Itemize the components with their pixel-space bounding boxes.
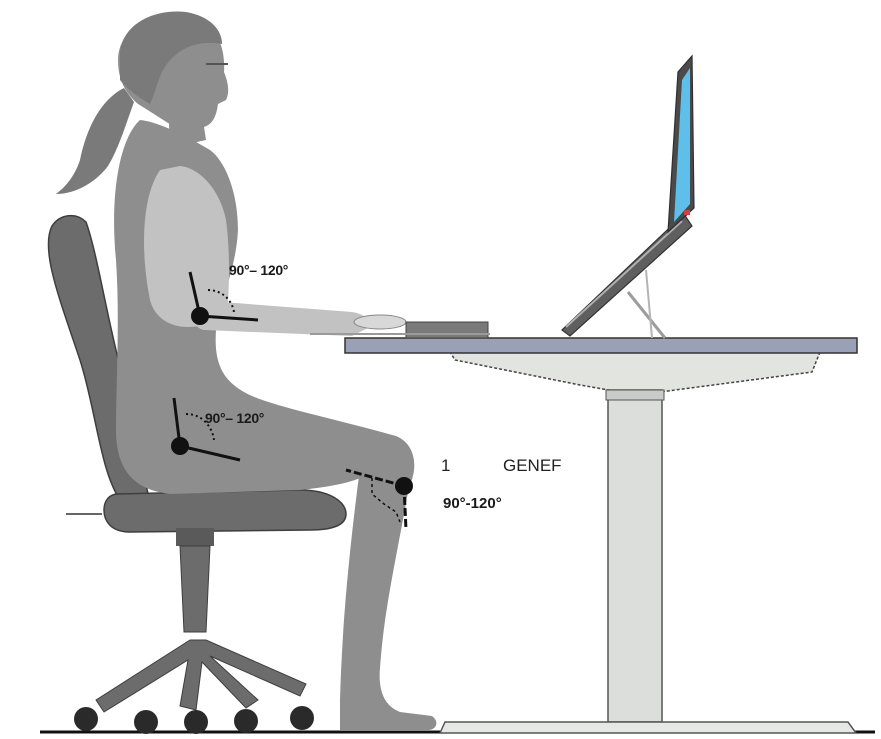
mouse-icon	[354, 315, 406, 329]
caster-wheel	[234, 709, 258, 733]
chair-mechanism	[176, 528, 214, 546]
section-title: GENEF	[503, 456, 562, 475]
caster-wheel	[290, 706, 314, 730]
keyboard	[406, 322, 488, 338]
chair-seat	[104, 490, 346, 532]
caster-wheel	[74, 707, 98, 731]
laptop-on-stand	[562, 56, 694, 338]
stand-leg	[628, 292, 665, 338]
chair-base	[96, 640, 306, 712]
laptop-port	[684, 210, 690, 215]
section-number: 1	[441, 456, 503, 476]
desk-frame	[450, 352, 820, 392]
laptop-base	[562, 214, 692, 336]
standing-desk	[345, 338, 857, 733]
stand-leg-rear	[646, 270, 652, 338]
desk-top	[345, 338, 857, 353]
desk-foot	[440, 722, 856, 733]
desk-leg	[608, 390, 662, 722]
hip-angle-label: 90°– 120°	[205, 410, 264, 426]
seated-person	[56, 11, 490, 730]
elbow-angle-label: 90°– 120°	[229, 262, 288, 278]
knee-angle-label: 90°-120°	[443, 495, 502, 512]
chair-column	[180, 546, 210, 632]
caster-wheel	[184, 710, 208, 734]
caster-wheel	[134, 710, 158, 734]
desk-leg-collar	[606, 390, 664, 400]
laptop-base-edge	[566, 221, 682, 327]
